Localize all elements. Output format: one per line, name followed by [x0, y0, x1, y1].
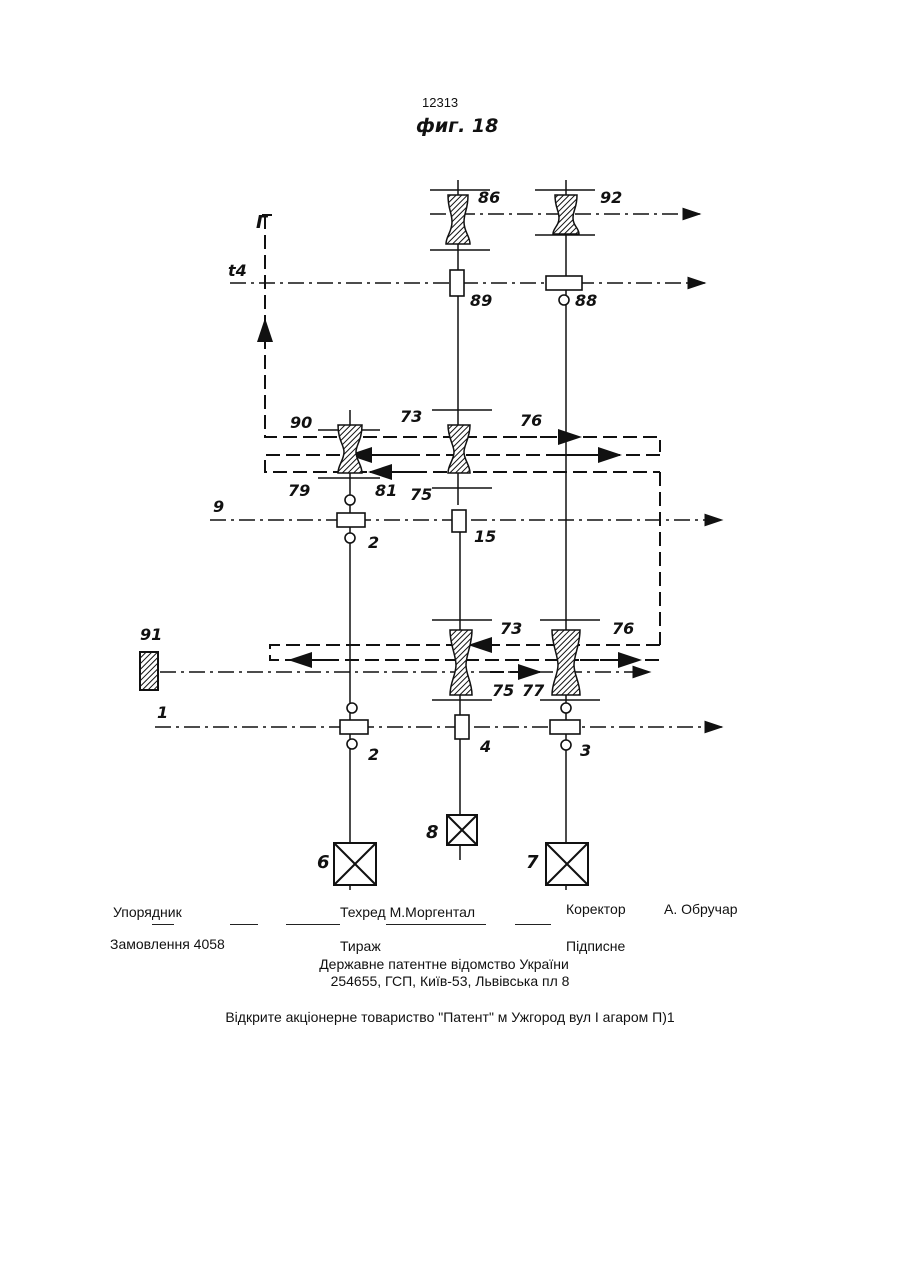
- label-76-top: 76: [520, 411, 542, 430]
- sensor-2-upper: [337, 513, 365, 527]
- units: [140, 652, 588, 885]
- label-75-bottom: 75: [492, 681, 514, 700]
- sensor-3: [550, 720, 580, 734]
- valves: [318, 190, 600, 700]
- valve-73-top: [432, 410, 492, 488]
- sensor-4: [455, 715, 469, 739]
- label-89: 89: [470, 291, 492, 310]
- label-77: 77: [522, 681, 545, 700]
- source-91: [140, 652, 158, 690]
- order-number: Замовлення 4058: [110, 936, 225, 952]
- valve-92: [535, 190, 595, 235]
- label-6: 6: [317, 852, 330, 873]
- label-81: 81: [375, 481, 397, 500]
- label-76-bottom: 76: [612, 619, 634, 638]
- patent-office: Державне патентне відомство України: [0, 956, 888, 972]
- subscription: Підписне: [566, 938, 625, 954]
- label-3: 3: [580, 741, 591, 760]
- valve-73-bottom: [432, 620, 492, 700]
- label-92: 92: [600, 188, 622, 207]
- compiler-label: Упорядник: [113, 904, 182, 920]
- label-73-bottom: 73: [500, 619, 522, 638]
- label-g: Г: [256, 212, 269, 233]
- rule-5: [515, 924, 551, 925]
- label-15: 15: [474, 527, 496, 546]
- label-2-upper: 2: [368, 533, 379, 552]
- label-8: 8: [426, 822, 439, 843]
- label-t4: t4: [228, 261, 247, 280]
- office-address: 254655, ГСП, Київ-53, Львівська пл 8: [0, 973, 900, 989]
- label-75-top: 75: [410, 485, 432, 504]
- main-flow-lines: [155, 214, 722, 727]
- figure-title: фиг. 18: [416, 115, 498, 137]
- label-79: 79: [288, 481, 310, 500]
- label-88: 88: [575, 291, 597, 310]
- unit-7: [546, 843, 588, 885]
- label-1: 1: [157, 703, 168, 722]
- sensor-15: [452, 510, 466, 532]
- label-7: 7: [526, 852, 539, 873]
- valve-90: [318, 425, 380, 478]
- corrector-name: А. Обручар: [664, 901, 738, 917]
- techred: Техред М.Моргентал: [340, 904, 475, 920]
- label-9: 9: [213, 497, 224, 516]
- publisher-line: Відкрите акціонерне товариство "Патент" …: [0, 1009, 900, 1025]
- label-73-top: 73: [400, 407, 422, 426]
- label-90: 90: [290, 413, 312, 432]
- label-4: 4: [479, 737, 491, 756]
- rule-1: [152, 924, 174, 925]
- sensor-2-lower: [340, 720, 368, 734]
- rule-3: [286, 924, 340, 925]
- unit-6: [334, 843, 376, 885]
- sensor-89: [450, 270, 464, 296]
- label-86: 86: [478, 188, 500, 207]
- patent-number: 12313: [422, 95, 458, 110]
- label-91: 91: [140, 625, 162, 644]
- rule-4: [386, 924, 486, 925]
- unit-8: [447, 815, 477, 845]
- sensor-88: [546, 276, 582, 290]
- corrector-label: Коректор: [566, 901, 626, 917]
- label-2-lower: 2: [368, 745, 379, 764]
- circulation: Тираж: [340, 938, 381, 954]
- rule-2: [230, 924, 258, 925]
